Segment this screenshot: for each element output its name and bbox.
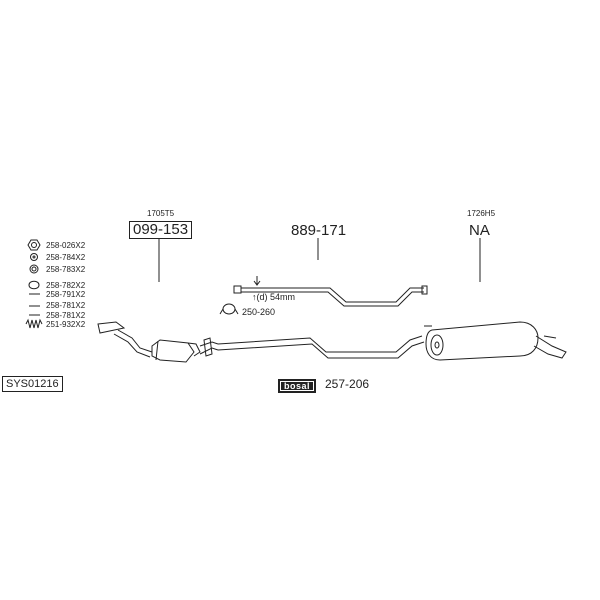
bosal-logo: bosal <box>278 379 317 393</box>
clamp-part-number: 250-260 <box>242 307 276 317</box>
rear-silencer <box>424 321 567 361</box>
part-number-099-153: 099-153 <box>129 221 193 239</box>
fitting-label: 258-784X2 <box>46 253 86 262</box>
system-code: SYS01216 <box>2 376 63 392</box>
brand-part-number: 257-206 <box>325 377 370 391</box>
part-number-na: NA <box>469 222 490 239</box>
fitting-label: 258-781X2 <box>46 311 86 320</box>
fitting-label: 258-782X2 <box>46 281 86 290</box>
centre-pipe-889-171 <box>233 276 428 307</box>
middle-pipe <box>217 335 425 359</box>
dimension-note: ↑(d) 54mm <box>252 292 296 302</box>
front-pipe-catalyst <box>97 321 219 363</box>
fitting-label: 258-791X2 <box>46 290 86 299</box>
fitting-label: 251-932X2 <box>46 320 86 329</box>
part-ref-1705t5: 1705T5 <box>147 209 175 218</box>
fitting-label: 258-783X2 <box>46 265 86 274</box>
fitting-label: 258-026X2 <box>46 241 86 250</box>
fitting-label: 258-781X2 <box>46 301 86 310</box>
part-ref-1726h5: 1726H5 <box>467 209 496 218</box>
clamp-250-260 <box>219 303 239 315</box>
fitting-icons <box>25 239 43 329</box>
part-number-889-171: 889-171 <box>291 222 347 239</box>
